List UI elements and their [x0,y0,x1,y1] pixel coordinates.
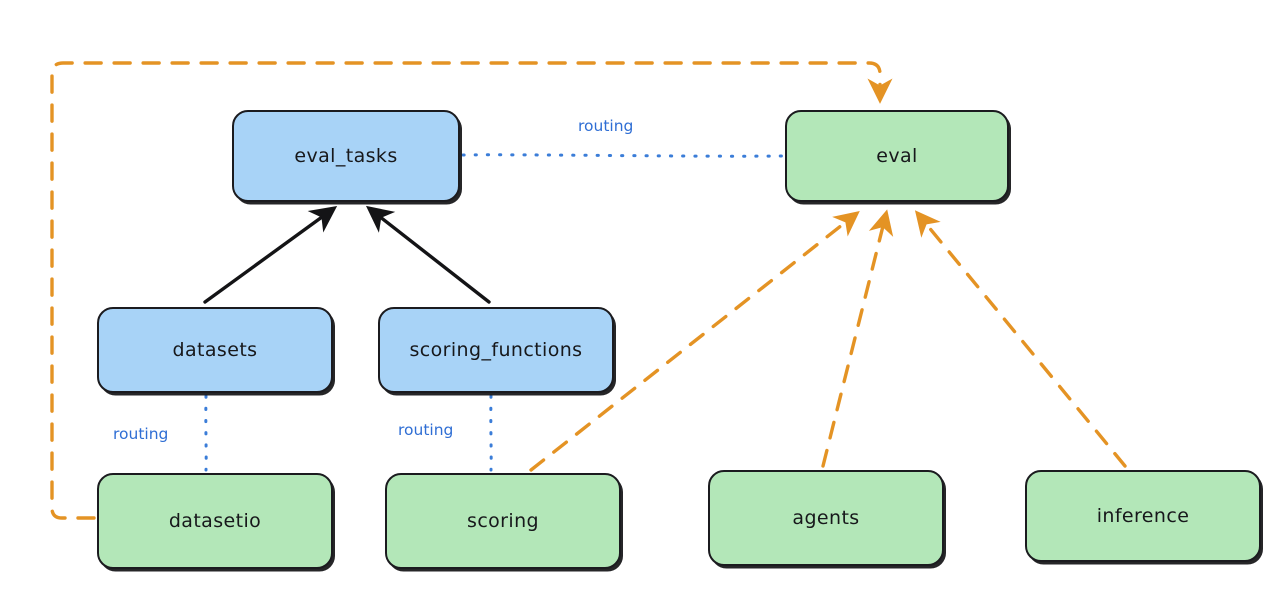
node-eval[interactable]: eval [785,110,1009,202]
node-label-scoring: scoring [467,510,539,532]
node-eval-tasks[interactable]: eval_tasks [232,110,460,202]
node-label-datasetio: datasetio [168,510,262,532]
node-label-scoring-functions: scoring_functions [409,339,583,361]
edge-label-routing-datasets: routing [113,425,169,443]
node-scoring-functions[interactable]: scoring_functions [378,307,614,393]
edge-datasets-eval-tasks [203,206,338,304]
edge-inference-eval [914,210,1127,468]
node-datasetio[interactable]: datasetio [97,473,333,569]
node-scoring[interactable]: scoring [385,473,621,569]
edge-datasetio-eval [50,61,893,520]
node-label-eval: eval [876,145,918,167]
node-label-inference: inference [1096,505,1190,527]
node-datasets[interactable]: datasets [97,307,333,393]
node-label-datasets: datasets [172,339,258,361]
edge-scoring-functions-eval-tasks [365,205,491,304]
edge-label-routing-eval-tasks: routing [578,117,634,135]
node-label-eval-tasks: eval_tasks [294,145,398,167]
node-agents[interactable]: agents [708,470,944,566]
edge-agents-eval [821,209,894,468]
edge-label-routing-scoring-functions: routing [398,421,454,439]
edge-routing-eval-tasks-eval [461,153,784,158]
node-inference[interactable]: inference [1025,470,1261,562]
node-label-agents: agents [792,507,860,529]
